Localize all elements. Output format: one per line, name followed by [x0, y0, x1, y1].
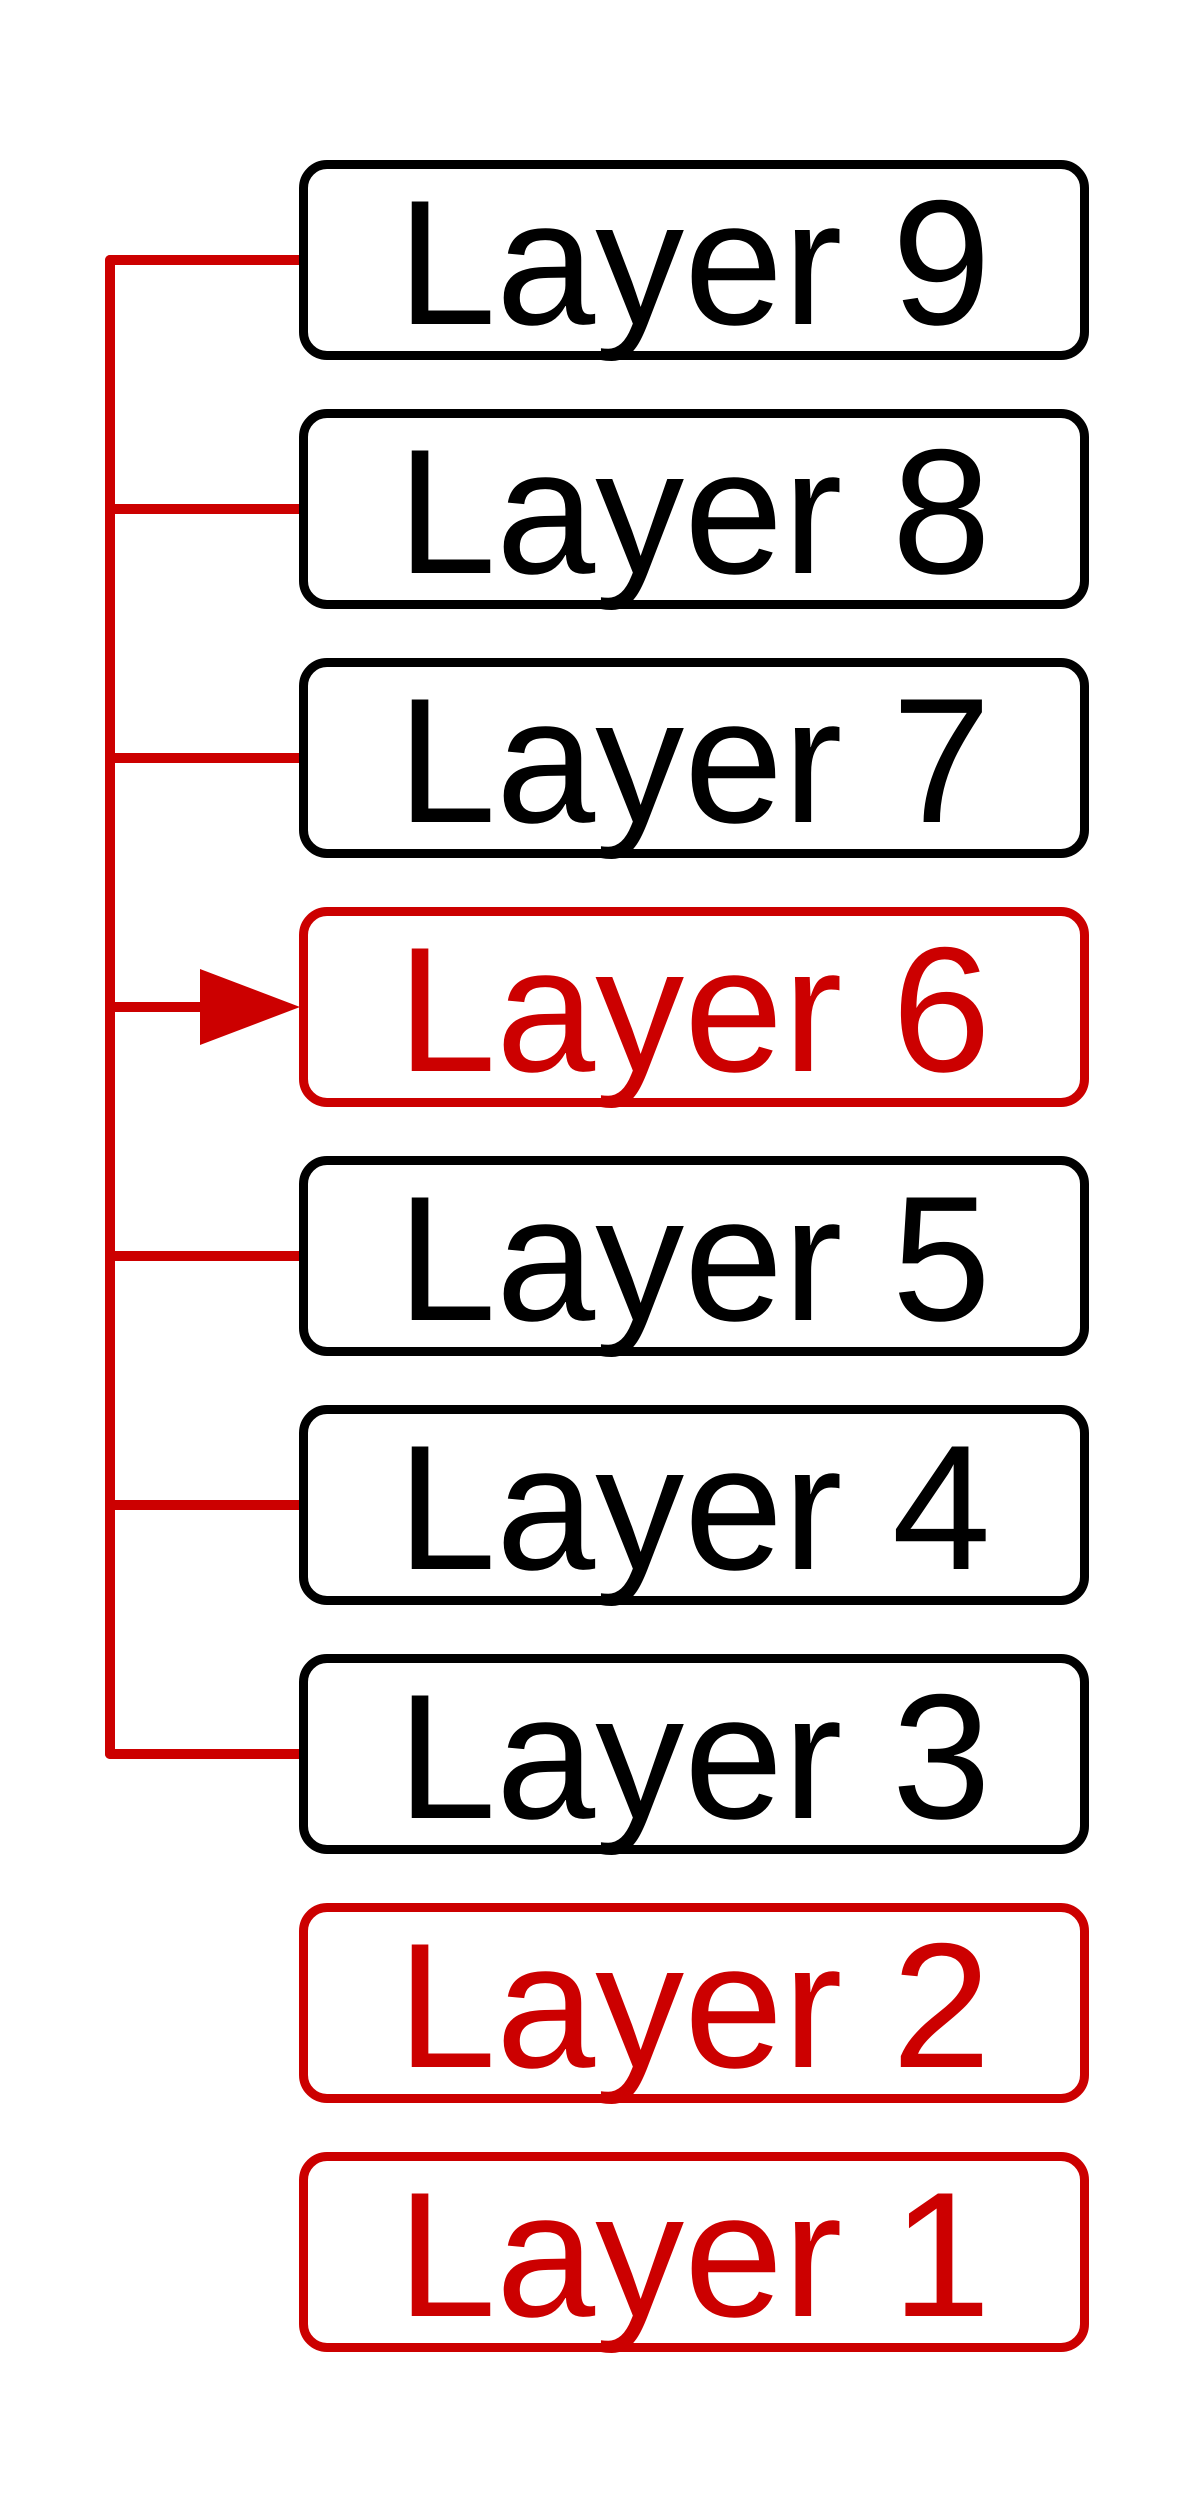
layer-label: Layer 6 — [397, 910, 991, 1109]
layer-label: Layer 9 — [397, 163, 991, 362]
layer-box-1: Layer 1 — [299, 2152, 1089, 2352]
layer-box-4: Layer 4 — [299, 1405, 1089, 1605]
layer-label: Layer 2 — [397, 1906, 991, 2105]
layer-label: Layer 7 — [397, 661, 991, 860]
layer-box-3: Layer 3 — [299, 1654, 1089, 1854]
layer-label: Layer 4 — [397, 1408, 991, 1607]
arrowhead-icon — [200, 969, 300, 1045]
layer-label: Layer 5 — [397, 1159, 991, 1358]
layer-box-8: Layer 8 — [299, 409, 1089, 609]
layer-box-6: Layer 6 — [299, 907, 1089, 1107]
layer-box-2: Layer 2 — [299, 1903, 1089, 2103]
layer-box-5: Layer 5 — [299, 1156, 1089, 1356]
layer-label: Layer 1 — [397, 2155, 991, 2354]
layer-label: Layer 8 — [397, 412, 991, 611]
layer-box-7: Layer 7 — [299, 658, 1089, 858]
layer-label: Layer 3 — [397, 1657, 991, 1856]
layer-box-9: Layer 9 — [299, 160, 1089, 360]
